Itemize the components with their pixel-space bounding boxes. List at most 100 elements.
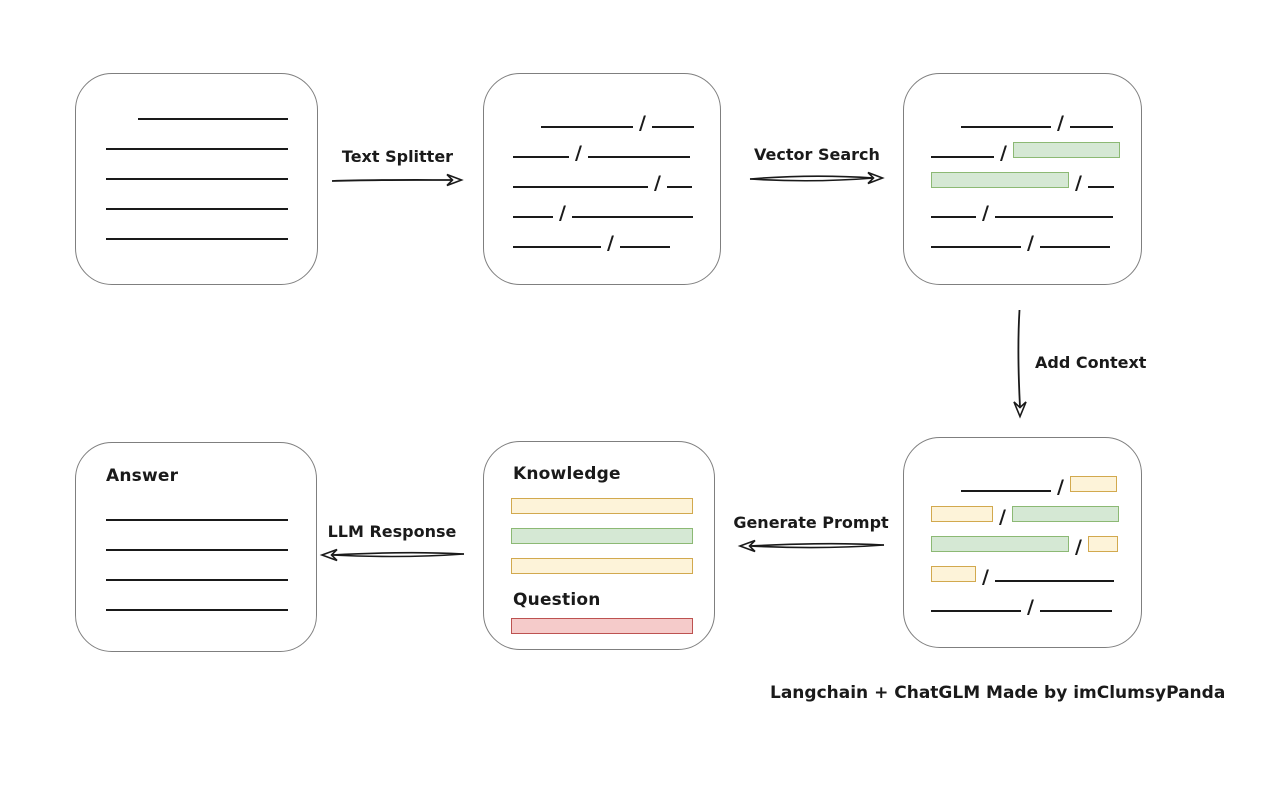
context-result-node: / / / / / <box>903 437 1142 648</box>
text-line <box>994 580 1114 582</box>
fragment-row <box>511 610 714 634</box>
separator-slash: / <box>1000 142 1007 164</box>
yellow-chunk <box>931 506 993 522</box>
text-line <box>994 216 1113 218</box>
fragment-row: / <box>931 218 1141 254</box>
yellow-chunk <box>1069 476 1117 492</box>
text-line <box>666 186 692 188</box>
separator-slash: / <box>1057 112 1064 134</box>
text-line <box>106 148 288 150</box>
fragment-row: / <box>961 98 1141 134</box>
llm-response-arrow-group: LLM Response <box>318 522 466 564</box>
fragment-row <box>511 484 714 514</box>
text-line <box>138 118 288 120</box>
green-chunk <box>511 528 693 544</box>
text-line <box>513 246 601 248</box>
fragment-row <box>511 544 714 574</box>
context-result-lines: / / / / / <box>904 438 1141 647</box>
fragment-row <box>106 150 317 180</box>
llm-response-label: LLM Response <box>327 522 457 541</box>
answer-node: Answer <box>75 442 317 652</box>
knowledge-bars <box>511 484 714 574</box>
prompt-node: Knowledge Question <box>483 441 715 650</box>
text-line <box>931 156 994 158</box>
down-arrow-icon <box>1013 309 1027 419</box>
text-line <box>541 126 633 128</box>
text-splitter-label: Text Splitter <box>341 147 454 166</box>
separator-slash: / <box>1075 536 1082 558</box>
fragment-row: / <box>931 158 1141 194</box>
green-chunk <box>1012 142 1120 158</box>
text-line <box>1069 126 1113 128</box>
right-arrow-icon <box>331 173 464 187</box>
yellow-chunk <box>511 498 693 514</box>
text-line <box>106 609 288 611</box>
separator-slash: / <box>982 202 989 224</box>
yellow-chunk <box>511 558 693 574</box>
text-line <box>106 178 288 180</box>
text-line <box>961 490 1051 492</box>
text-line <box>1039 246 1110 248</box>
separator-slash: / <box>982 566 989 588</box>
fragment-row: / <box>513 128 720 164</box>
text-line <box>1039 610 1112 612</box>
fragment-row <box>106 581 316 611</box>
fragment-row: / <box>931 188 1141 224</box>
text-line <box>106 579 288 581</box>
separator-slash: / <box>1075 172 1082 194</box>
fragment-row <box>106 491 316 521</box>
fragment-row: / <box>931 492 1141 528</box>
separator-slash: / <box>559 202 566 224</box>
fragment-row <box>106 521 316 551</box>
separator-slash: / <box>1027 232 1034 254</box>
right-arrow-icon <box>749 171 885 185</box>
fragment-row <box>511 514 714 544</box>
fragment-row <box>106 551 316 581</box>
vector-search-arrow-group: Vector Search <box>748 145 886 187</box>
text-line <box>513 186 648 188</box>
text-line <box>651 126 694 128</box>
vector-search-result-lines: / / / / / <box>904 74 1141 284</box>
separator-slash: / <box>639 112 646 134</box>
fragment-row: / <box>513 188 720 224</box>
split-chunks-lines: ///// <box>484 74 720 284</box>
knowledge-label: Knowledge <box>513 464 621 484</box>
text-line <box>571 216 693 218</box>
question-bars <box>511 610 714 634</box>
separator-slash: / <box>654 172 661 194</box>
separator-slash: / <box>999 506 1006 528</box>
text-line <box>513 216 553 218</box>
text-line <box>106 549 288 551</box>
document-lines <box>76 74 317 284</box>
text-line <box>513 156 569 158</box>
text-line <box>961 126 1051 128</box>
text-line <box>1087 186 1114 188</box>
add-context-label: Add Context <box>1035 353 1147 372</box>
text-line <box>931 246 1021 248</box>
fragment-row: / <box>961 462 1141 498</box>
fragment-row: / <box>513 218 720 253</box>
vector-search-label: Vector Search <box>754 145 880 164</box>
fragment-row: / <box>931 128 1141 164</box>
vector-search-result-node: / / / / / <box>903 73 1142 285</box>
fragment-row <box>106 210 317 240</box>
fragment-row: / <box>931 582 1141 618</box>
text-line <box>931 216 976 218</box>
answer-lines <box>106 491 316 611</box>
generate-prompt-arrow-group: Generate Prompt <box>733 513 889 555</box>
document-node <box>75 73 318 285</box>
left-arrow-icon <box>737 539 885 553</box>
green-chunk <box>931 536 1069 552</box>
text-line <box>106 238 288 240</box>
fragment-row <box>106 120 317 150</box>
yellow-chunk <box>1087 536 1118 552</box>
split-chunks-node: ///// <box>483 73 721 285</box>
text-line <box>619 246 670 248</box>
fragment-row <box>138 90 317 120</box>
separator-slash: / <box>1057 476 1064 498</box>
yellow-chunk <box>931 566 976 582</box>
fragment-row <box>106 180 317 210</box>
separator-slash: / <box>575 142 582 164</box>
separator-slash: / <box>1027 596 1034 618</box>
